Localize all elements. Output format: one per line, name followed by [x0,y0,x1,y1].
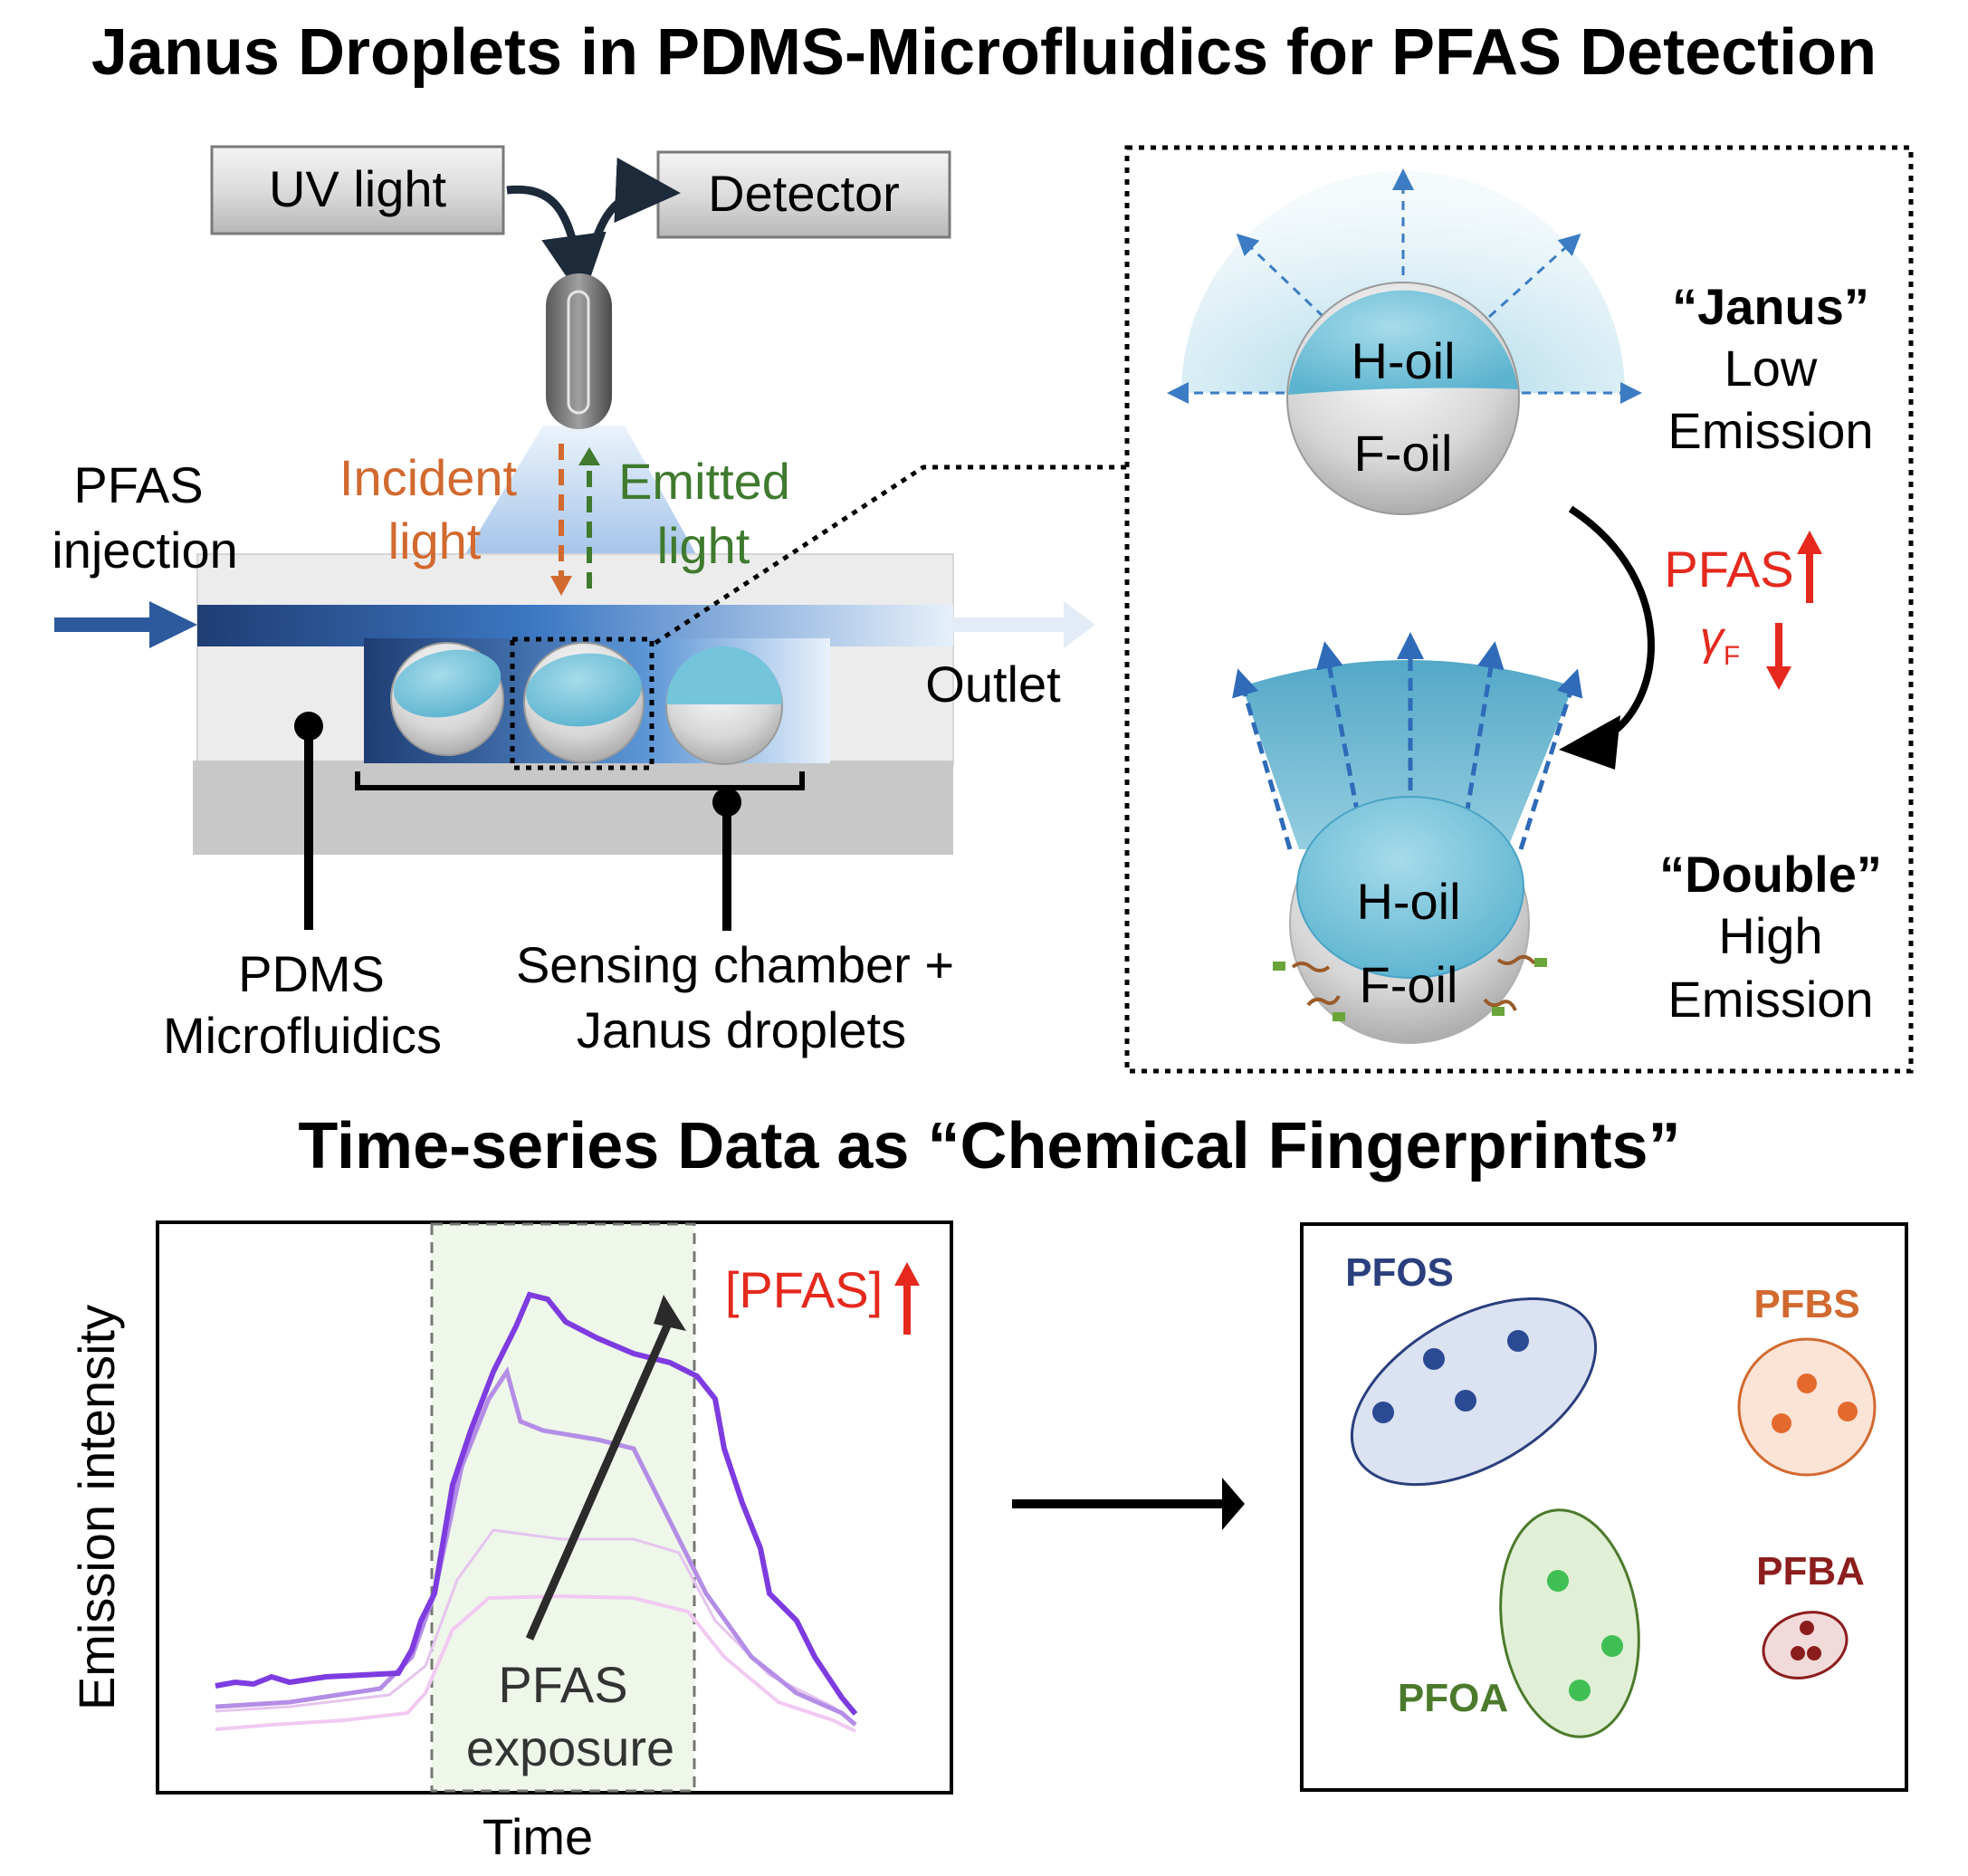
cluster-plot: PFOS PFBS PFOA PFBA [1300,1222,1908,1792]
pfas-increase-label: PFAS [1664,541,1793,598]
zoom-region [510,636,654,770]
gamma-label: γF [1700,612,1740,671]
cluster-label-pfos: PFOS [1345,1250,1454,1295]
exposure-label-1: PFAS [498,1656,627,1713]
page-title: Janus Droplets in PDMS-Microfluidics for… [91,16,1877,89]
surfactant-tails [1291,954,1536,1011]
pdms-pointer [294,712,323,930]
pfas-concentration-label: [PFAS] [725,1261,883,1318]
pfas-injection-label-2: injection [52,522,237,579]
janus-h-oil-label: H-oil [1351,332,1455,389]
trace-mid [215,1528,856,1727]
pdms-label-1: PDMS [238,945,385,1002]
double-ray-1 [1232,668,1293,850]
transition-arrow [1568,505,1655,742]
pfas-injection-label-1: PFAS [73,456,203,513]
cluster-label-pfba: PFBA [1756,1549,1865,1594]
detector-box: Detector [656,150,951,239]
transition-arrowhead [1559,715,1620,770]
cluster-pfoa: PFOA [1398,1508,1640,1738]
increase-arrow [525,1314,676,1641]
janus-state-label: “Janus” [1672,278,1869,335]
double-ray-2 [1316,641,1361,816]
janus-f-oil-label: F-oil [1354,425,1453,482]
surfactant-heads [1273,958,1547,1021]
droplet-3 [665,646,783,765]
double-emission-2: Emission [1667,971,1873,1028]
trace-low [215,1594,856,1733]
double-h-oil-label: H-oil [1356,873,1460,930]
optical-probe [546,273,612,429]
analysis-arrow [1012,1478,1245,1530]
cluster-pfbs: PFBS [1737,1282,1877,1477]
emitted-light-label-2: light [657,517,750,574]
uv-light-box: UV light [210,145,505,235]
droplet-zoom-panel: H-oil F-oil “Janus” Low Emission PFAS γF [1124,145,1914,1074]
detector-label: Detector [708,165,900,222]
emitted-light-label-1: Emitted [618,453,790,510]
concentration-up-arrow [894,1262,920,1335]
double-emission-fan [1242,660,1573,849]
y-axis-label: Emission intensity [68,1305,125,1710]
double-state-label: “Double” [1659,846,1882,903]
microfluidic-setup: UV light Detector [52,145,1127,1064]
janus-emission-2: Emission [1667,402,1873,459]
x-axis-label: Time [482,1808,593,1865]
janus-ray-ul [1236,233,1325,319]
sensing-label-1: Sensing chamber + [516,936,954,993]
double-ray-5 [1518,668,1583,850]
droplet-1 [390,642,504,756]
trace-max [215,1291,858,1716]
incident-light-label-1: Incident [339,449,518,506]
janus-ray-ur [1487,233,1581,319]
exposure-label-2: exposure [466,1719,674,1776]
glass-substrate [193,761,953,855]
janus-emission-1: Low [1724,340,1818,397]
cluster-pfos: PFOS [1345,1250,1598,1487]
probe-to-detector-arrow [582,158,681,277]
double-droplet: H-oil F-oil [1232,632,1583,1044]
increase-arrowhead [654,1295,686,1331]
section-title: Time-series Data as “Chemical Fingerprin… [298,1110,1680,1182]
gamma-down-arrow [1766,623,1791,690]
double-ray-4 [1464,641,1505,816]
time-series-plot: PFAS exposure [PFAS] Emission intensity … [68,1220,953,1865]
sensing-label-2: Janus droplets [577,1001,906,1058]
chamber-bracket [355,771,805,931]
pfas-up-arrow [1797,531,1822,603]
incident-arrowhead [550,576,572,596]
janus-droplet: H-oil F-oil [1167,168,1642,515]
cluster-label-pfbs: PFBS [1753,1282,1859,1326]
cluster-label-pfoa: PFOA [1398,1676,1508,1720]
droplet-2 [523,642,645,763]
cluster-pfba: PFBA [1756,1549,1865,1680]
outlet-label: Outlet [925,656,1061,713]
pdms-label-2: Microfluidics [163,1007,442,1064]
emitted-arrowhead [578,447,600,465]
uv-to-probe-arrow [506,185,607,301]
outlet-arrow [951,601,1095,648]
incident-light-label-2: light [388,512,482,570]
chamber-droplets [390,642,783,765]
double-emission-1: High [1718,907,1822,964]
double-f-oil-label: F-oil [1360,956,1458,1013]
zoom-leader [654,464,1127,646]
injection-arrow [54,601,197,648]
trace-high [215,1366,857,1727]
zoom-panel-frame [1124,145,1914,1074]
uv-light-label: UV light [269,160,447,217]
